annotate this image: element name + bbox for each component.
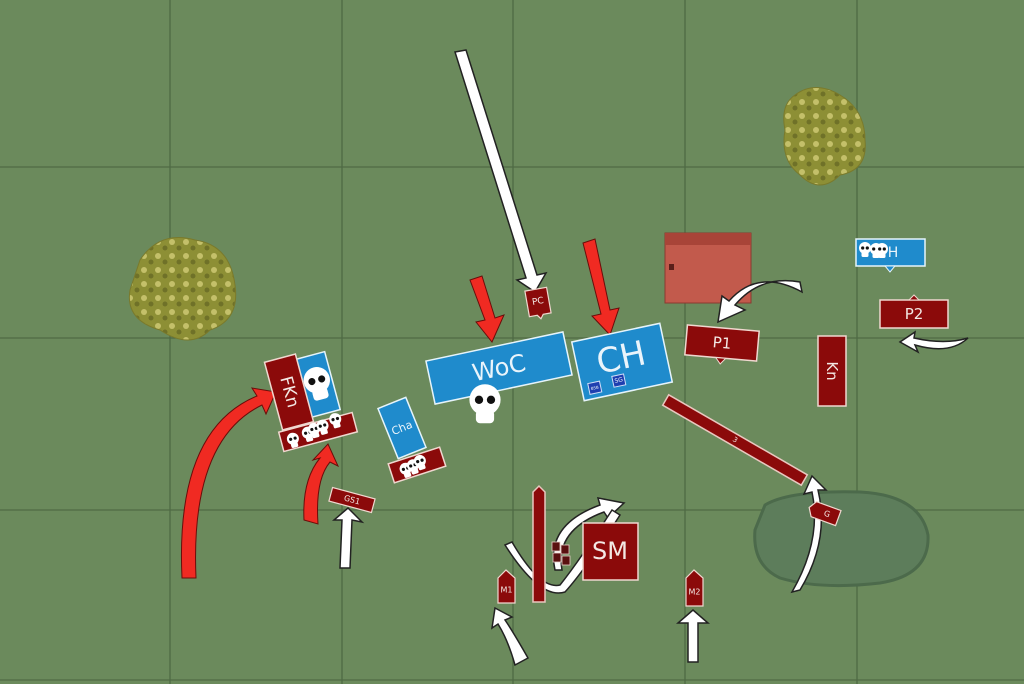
svg-text:PC: PC <box>531 296 544 308</box>
svg-text:3: 3 <box>731 435 739 444</box>
unit-gs1: GS1 <box>328 486 376 514</box>
unit-fkn: FKn <box>263 353 315 431</box>
svg-text:H: H <box>888 245 899 261</box>
svg-text:GS1: GS1 <box>343 494 361 507</box>
arrow-icon <box>898 330 969 354</box>
svg-text:BSB: BSB <box>590 384 599 391</box>
unit-cha: Cha <box>377 396 427 460</box>
unit-sm: SM <box>582 522 639 581</box>
forest-right <box>783 87 866 186</box>
unit-h: H <box>855 238 926 273</box>
arrow-icon <box>454 49 548 294</box>
arrow-icon <box>717 279 804 324</box>
arrow-icon <box>331 506 365 569</box>
unit-vertical-bar <box>532 484 546 603</box>
unit-long-bar: 3 <box>661 393 809 487</box>
svg-text:Kn: Kn <box>823 361 841 380</box>
unit-fkn-rank <box>277 411 359 453</box>
unit-pc: PC <box>524 286 552 320</box>
hill <box>753 490 930 588</box>
svg-text:SG: SG <box>614 376 624 385</box>
arrow-icon <box>180 387 277 579</box>
arrow-icon <box>469 275 505 343</box>
arrow-icon <box>303 443 340 525</box>
unit-m1: M1 <box>497 569 516 604</box>
skull-icon <box>469 384 501 424</box>
arrow-icon <box>582 238 620 336</box>
svg-text:P2: P2 <box>905 305 924 323</box>
unit-kn: Kn <box>817 335 847 407</box>
unit-m2: M2 <box>685 569 704 607</box>
arrow-icon <box>503 508 622 594</box>
unit-p1: P1 <box>684 324 760 365</box>
svg-text:G: G <box>823 509 832 520</box>
svg-text:M1: M1 <box>501 586 513 595</box>
unit-woc: WoC <box>425 331 573 405</box>
arrow-icon <box>491 606 530 667</box>
unit-g: G <box>808 501 842 527</box>
forest-left <box>128 237 237 341</box>
svg-text:M2: M2 <box>689 588 701 597</box>
movement-arrows-red <box>180 238 620 579</box>
unit-p2: P2 <box>879 294 949 329</box>
arrow-icon <box>675 609 711 663</box>
building <box>664 232 752 304</box>
svg-text:SM: SM <box>592 537 628 565</box>
unit-ch: CH BSB SG <box>570 322 674 402</box>
unit-cha-rank <box>387 446 447 484</box>
svg-text:P1: P1 <box>712 333 732 353</box>
unit-sm-crew <box>551 541 571 566</box>
